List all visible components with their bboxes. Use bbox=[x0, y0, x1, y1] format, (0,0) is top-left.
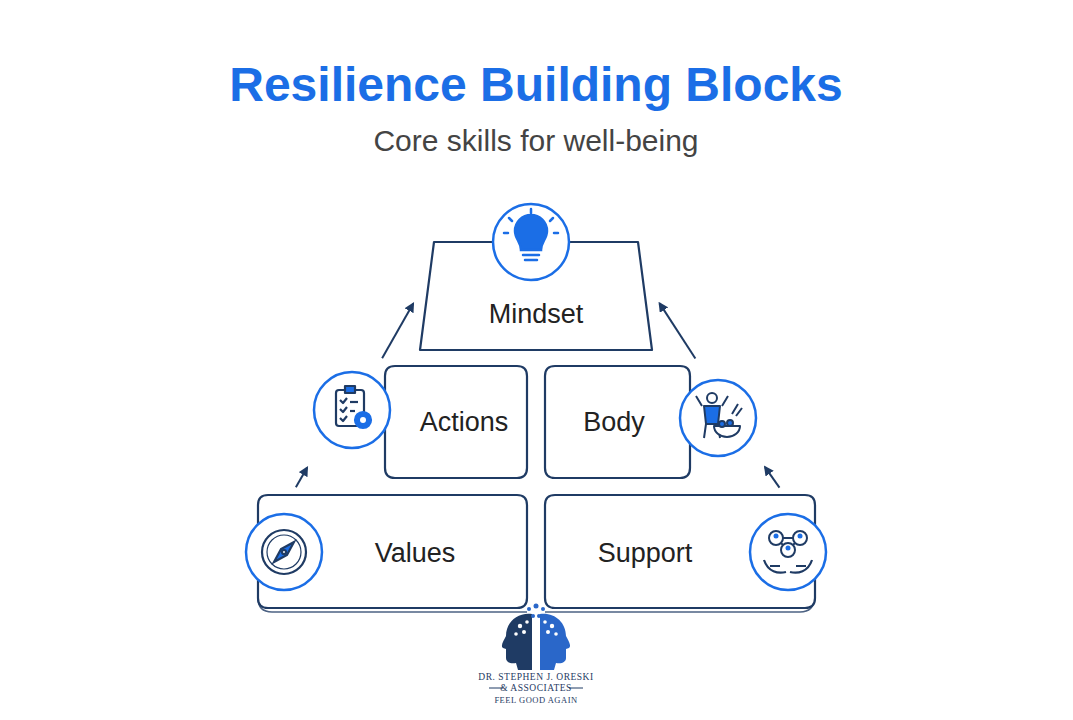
block-label: Values bbox=[375, 538, 456, 569]
block-label: Body bbox=[583, 407, 645, 438]
block-outline bbox=[545, 366, 757, 478]
arrow-connector bbox=[296, 468, 307, 488]
logo-text: DR. STEPHEN J. ORESKI bbox=[478, 672, 593, 682]
block-box: Support bbox=[545, 495, 827, 608]
block-box: Mindset bbox=[420, 204, 652, 350]
block-box: Body bbox=[545, 366, 757, 478]
block-label: Actions bbox=[420, 407, 509, 438]
arrow-connector bbox=[660, 303, 696, 358]
arrow-connector bbox=[765, 467, 779, 488]
block-box: Actions bbox=[314, 366, 527, 478]
block-label: Mindset bbox=[489, 299, 584, 330]
logo-text: FEEL GOOD AGAIN bbox=[494, 695, 577, 705]
caption: Core skills for well-being bbox=[373, 124, 698, 158]
block-box: Values bbox=[246, 495, 527, 608]
logo-text: & ASSOCIATES bbox=[500, 683, 572, 693]
arrow-connector bbox=[382, 304, 413, 359]
title: Resilience Building Blocks bbox=[229, 57, 843, 112]
block-label: Support bbox=[598, 538, 693, 569]
